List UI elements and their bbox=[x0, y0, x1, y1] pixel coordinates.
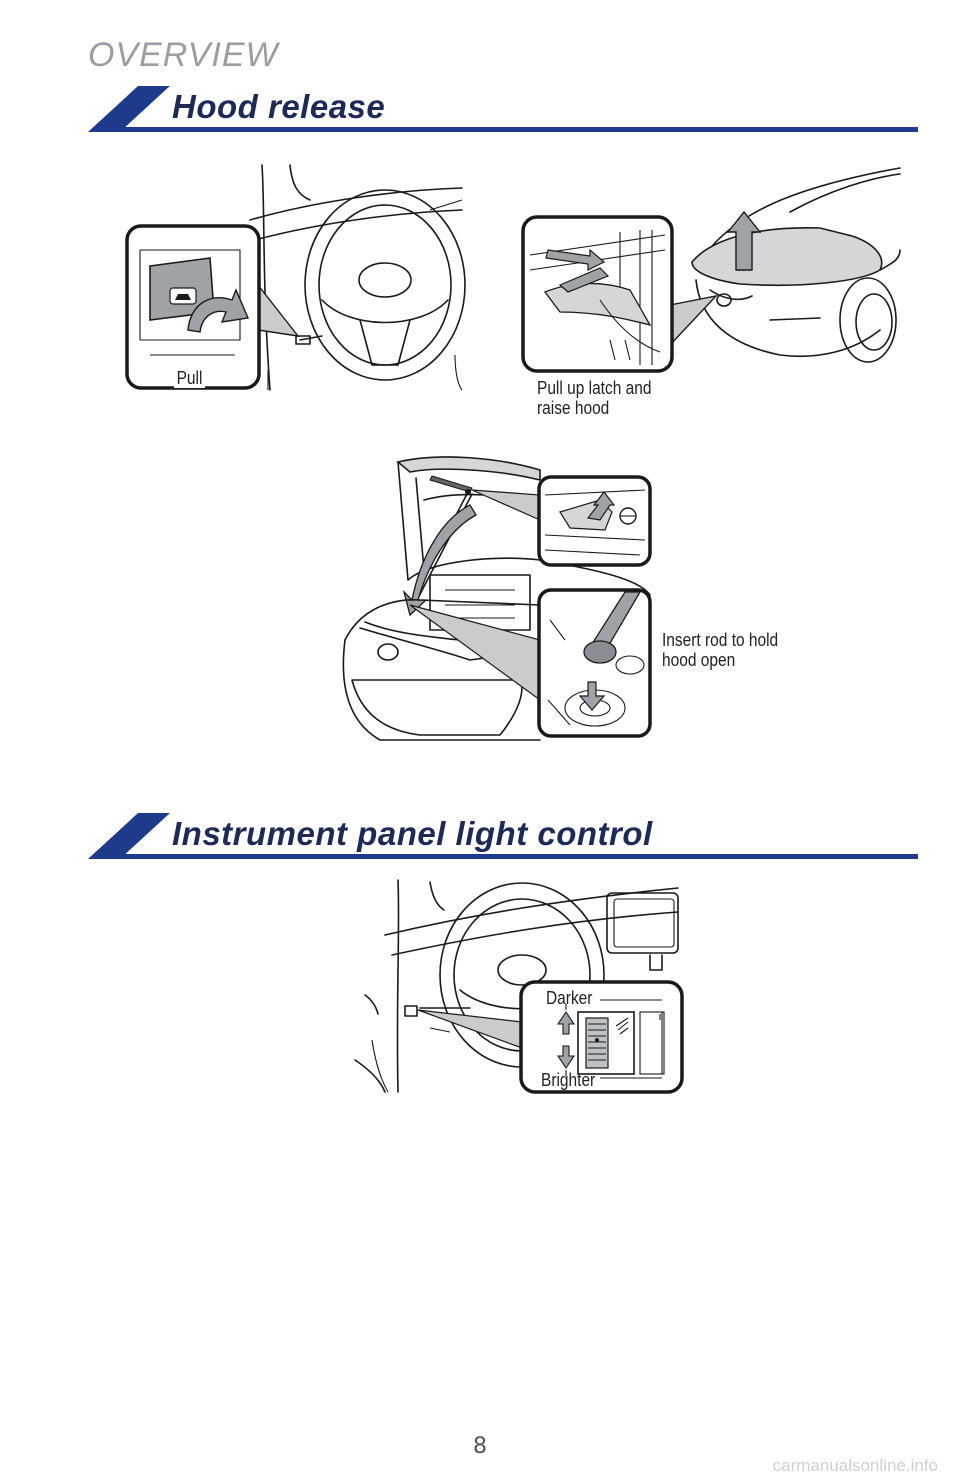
hood-latch-callout bbox=[521, 215, 718, 373]
overview-header: OVERVIEW bbox=[88, 36, 279, 74]
dimmer-callout bbox=[417, 980, 684, 1094]
rod-clip-callout bbox=[471, 475, 652, 567]
car-front-raise-hood-illustration bbox=[691, 167, 901, 363]
brighter-label: Brighter bbox=[541, 1070, 596, 1090]
page-number: 8 bbox=[473, 1434, 487, 1459]
hood-release-callout bbox=[125, 224, 300, 390]
rod-insert-callout bbox=[409, 588, 652, 738]
section-title-panel-light: Instrument panel light control bbox=[172, 815, 653, 852]
rod-callout-text: Insert rod to hold hood open bbox=[662, 630, 779, 670]
section-band-hood-release bbox=[88, 86, 918, 132]
panel-dimmer-dial-icon bbox=[577, 1011, 665, 1075]
watermark: carmanualsonline.info bbox=[772, 1456, 938, 1475]
darker-label: Darker bbox=[546, 988, 593, 1008]
dashboard-hood-release-illustration bbox=[249, 164, 466, 391]
latch-callout-text: Pull up latch and raise hood bbox=[537, 378, 652, 418]
pull-label: Pull bbox=[174, 368, 205, 388]
section-title-hood-release: Hood release bbox=[172, 88, 386, 125]
section-band-panel-light bbox=[88, 813, 918, 859]
